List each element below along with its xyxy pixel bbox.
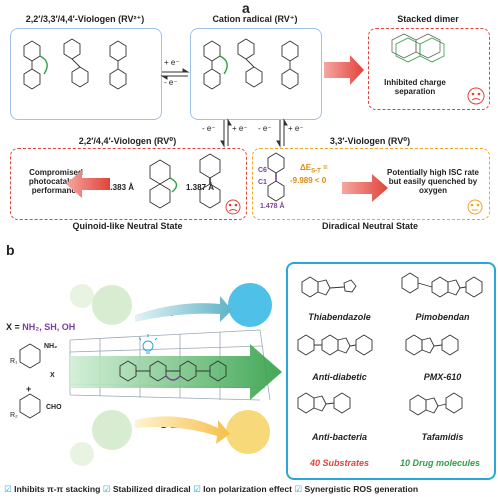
right-neutral-text: Potentially high ISC rate but easily que… bbox=[386, 168, 479, 195]
feature-2: Stabilized diradical bbox=[112, 484, 191, 494]
superoxide: ·O₂⁻ bbox=[234, 424, 262, 439]
et-arrow bbox=[135, 296, 232, 322]
reagent-cho: CHO bbox=[46, 404, 62, 411]
check-icon: ☑ bbox=[102, 484, 111, 494]
rv2-box bbox=[10, 28, 162, 120]
x-options: NH₂, SH, OH bbox=[22, 322, 76, 332]
check-icon: ☑ bbox=[4, 484, 12, 494]
bond-length-3: 1.478 Å bbox=[260, 203, 285, 210]
bond-length-1: 1.383 Å bbox=[106, 183, 135, 192]
set-label: S E T bbox=[160, 419, 188, 431]
left-neutral-title: 2,2′/4,4′-Viologen (RV⁰) bbox=[78, 136, 177, 146]
viologen-chain bbox=[119, 360, 227, 382]
o2-big-top: ³O₂ bbox=[101, 297, 123, 312]
lightbulb-icon bbox=[138, 334, 158, 354]
eq-minus-e: - e⁻ bbox=[164, 78, 178, 87]
o2-small-bottom: ³O₂ bbox=[72, 448, 84, 457]
delta-eq: = bbox=[320, 163, 328, 172]
left-neutral-text: Compromised photocatalytic performance bbox=[28, 168, 84, 195]
arrow-to-dimer bbox=[324, 55, 364, 85]
substrates-text: 40 Substrates bbox=[309, 458, 370, 468]
panel-label-a: a bbox=[242, 0, 250, 16]
drug-count-text: 10 Drug molecules bbox=[399, 458, 481, 468]
drug-anti-diabetic: Anti-diabetic bbox=[312, 372, 367, 382]
drug-anti-bacteria: Anti-bacteria bbox=[311, 432, 367, 442]
feature-1: Inhibits π-π stacking bbox=[14, 484, 101, 494]
drug-box bbox=[286, 262, 496, 480]
delta-label: ΔE bbox=[300, 163, 312, 172]
drug-tafamidis: Tafamidis bbox=[421, 432, 464, 442]
delta-value: -9.989 < 0 bbox=[290, 176, 327, 185]
delta-sub: S-T bbox=[311, 168, 321, 175]
reagent-plus: + bbox=[26, 384, 32, 394]
right-down-minus: - e⁻ bbox=[258, 124, 272, 133]
x-substituents: X = NH₂, SH, OH bbox=[6, 322, 75, 332]
singlet-oxygen: ¹O₂ bbox=[239, 297, 261, 312]
drug-pimobendan: Pimobendan bbox=[415, 312, 470, 322]
atom-c6: C6 bbox=[258, 167, 267, 174]
right-down-plus: + e⁻ bbox=[288, 124, 304, 133]
left-down-minus: - e⁻ bbox=[202, 124, 216, 133]
et-label: E T bbox=[158, 307, 176, 319]
right-neutral-caption: Diradical Neutral State bbox=[321, 221, 419, 231]
right-neutral-title: 3,3′-Viologen (RV⁰) bbox=[329, 136, 411, 146]
feature-4: Synergistic ROS generation bbox=[304, 484, 419, 494]
o2-small-top: ³O₂ bbox=[72, 290, 84, 299]
reagent-nh2: NH₂ bbox=[44, 343, 58, 350]
dimer-box bbox=[368, 28, 490, 110]
rv-cation-box bbox=[190, 28, 322, 120]
feature-3: Ion polarization effect bbox=[203, 484, 292, 494]
x-prefix: X = bbox=[6, 322, 23, 332]
left-down-plus: + e⁻ bbox=[232, 124, 248, 133]
delta-est: ΔES-T = bbox=[300, 163, 328, 175]
reagent-rings bbox=[19, 343, 41, 419]
synthesis-arrow bbox=[70, 344, 282, 400]
dimer-caption: Inhibited charge separation bbox=[384, 78, 446, 96]
eq-plus-e: + e⁻ bbox=[164, 58, 180, 67]
left-neutral-box bbox=[10, 148, 247, 220]
bond-length-2: 1.387 Å bbox=[186, 183, 215, 192]
atom-c1: C1 bbox=[258, 179, 267, 186]
drug-thiabendazole: Thiabendazole bbox=[308, 312, 371, 322]
box1-title: 2,2′/3,3′/4,4′-Viologen (RV²⁺) bbox=[25, 14, 145, 24]
drug-count: 10 Drug molecules bbox=[385, 458, 495, 468]
reagent-r1: R₁ bbox=[10, 358, 18, 365]
drug-pmx-610: PMX-610 bbox=[423, 372, 462, 382]
substrates-count: 40 Substrates bbox=[292, 458, 387, 468]
dimer-title: Stacked dimer bbox=[397, 14, 459, 24]
framework-lattice bbox=[69, 329, 271, 401]
reagent-x: X bbox=[50, 372, 55, 379]
left-neutral-caption: Quinoid-like Neutral State bbox=[72, 221, 183, 231]
check-icon: ☑ bbox=[294, 484, 303, 494]
reagent-r2: R₂ bbox=[10, 412, 18, 419]
feature-footer: ☑ Inhibits π-π stacking ☑ Stabilized dir… bbox=[4, 484, 498, 495]
box2-title: Cation radical (RV⁺) bbox=[212, 14, 298, 24]
o2-big-bottom: ³O₂ bbox=[101, 422, 123, 437]
right-neutral-box bbox=[252, 148, 490, 220]
panel-label-b: b bbox=[6, 242, 15, 258]
check-icon: ☑ bbox=[193, 484, 201, 494]
